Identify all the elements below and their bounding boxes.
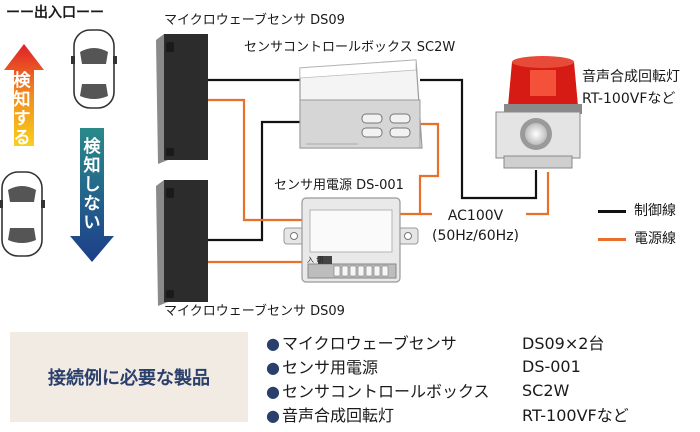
control-wire-beacon — [420, 78, 538, 200]
rotating-beacon — [495, 56, 582, 169]
ac-label-line1: AC100V — [447, 208, 504, 224]
control-box — [299, 59, 423, 149]
sensor-bottom-label: マイクロウェーブセンサ DS09 — [164, 304, 345, 319]
power-switch-label: 入 切 — [307, 256, 323, 264]
sensor-top-label: マイクロウェーブセンサ DS09 — [164, 13, 345, 28]
control-wire-bottom-sensor — [206, 120, 300, 242]
power-supply-label: センサ用電源 DS-001 — [274, 178, 404, 193]
panel-title: 接続例に必要な製品 — [48, 368, 210, 389]
power-wire-beacon — [526, 172, 550, 216]
product-name: 音声合成回転灯 — [266, 402, 522, 426]
car-icon-top-right — [71, 29, 117, 109]
microwave-sensor-top — [156, 34, 208, 164]
list-item: センサ用電源 DS-001 — [266, 354, 686, 378]
power-wire-top-sensor — [206, 98, 304, 222]
product-list: マイクロウェーブセンサ DS09×2台 センサ用電源 DS-001 センサコント… — [266, 330, 686, 426]
power-supply: 入 切 — [283, 197, 419, 283]
detect-arrow — [4, 44, 44, 146]
microwave-sensor-bottom — [156, 180, 208, 306]
legend-swatch-control — [598, 210, 626, 213]
product-code: RT-100VFなど — [522, 406, 629, 425]
product-code: DS09×2台 — [522, 334, 605, 353]
legend-label-power: 電源線 — [634, 231, 676, 247]
beacon-label-line1: 音声合成回転灯 — [582, 69, 680, 85]
car-icon-bottom-left — [0, 171, 45, 257]
list-item: 音声合成回転灯 RT-100VFなど — [266, 402, 686, 426]
beacon-label-line2: RT-100VFなど — [582, 91, 676, 107]
list-item: センサコントロールボックス SC2W — [266, 378, 686, 402]
product-name: センサコントロールボックス — [266, 378, 522, 402]
power-wire-controlbox — [418, 122, 440, 214]
product-code: DS-001 — [522, 356, 581, 376]
control-box-label: センサコントロールボックス SC2W — [244, 40, 456, 55]
legend-label-control: 制御線 — [634, 203, 676, 219]
list-item: マイクロウェーブセンサ DS09×2台 — [266, 330, 686, 354]
product-code: SC2W — [522, 380, 570, 400]
legend-swatch-power — [598, 238, 626, 241]
no-detect-label: 検知しない — [83, 137, 101, 233]
product-name: センサ用電源 — [266, 354, 522, 378]
connection-diagram: 入 切 — [0, 29, 582, 306]
required-products-panel: 接続例に必要な製品 — [10, 332, 248, 422]
entrance-label: ーー出入口ーー — [6, 5, 104, 21]
ac-label: AC100V (50Hz/60Hz) — [432, 206, 519, 246]
ac-label-line2: (50Hz/60Hz) — [432, 228, 520, 244]
product-name: マイクロウェーブセンサ — [266, 330, 522, 354]
detect-label: 検知する — [13, 71, 31, 148]
no-detect-arrow — [70, 128, 114, 262]
beacon-label: 音声合成回転灯 RT-100VFなど — [582, 66, 680, 110]
